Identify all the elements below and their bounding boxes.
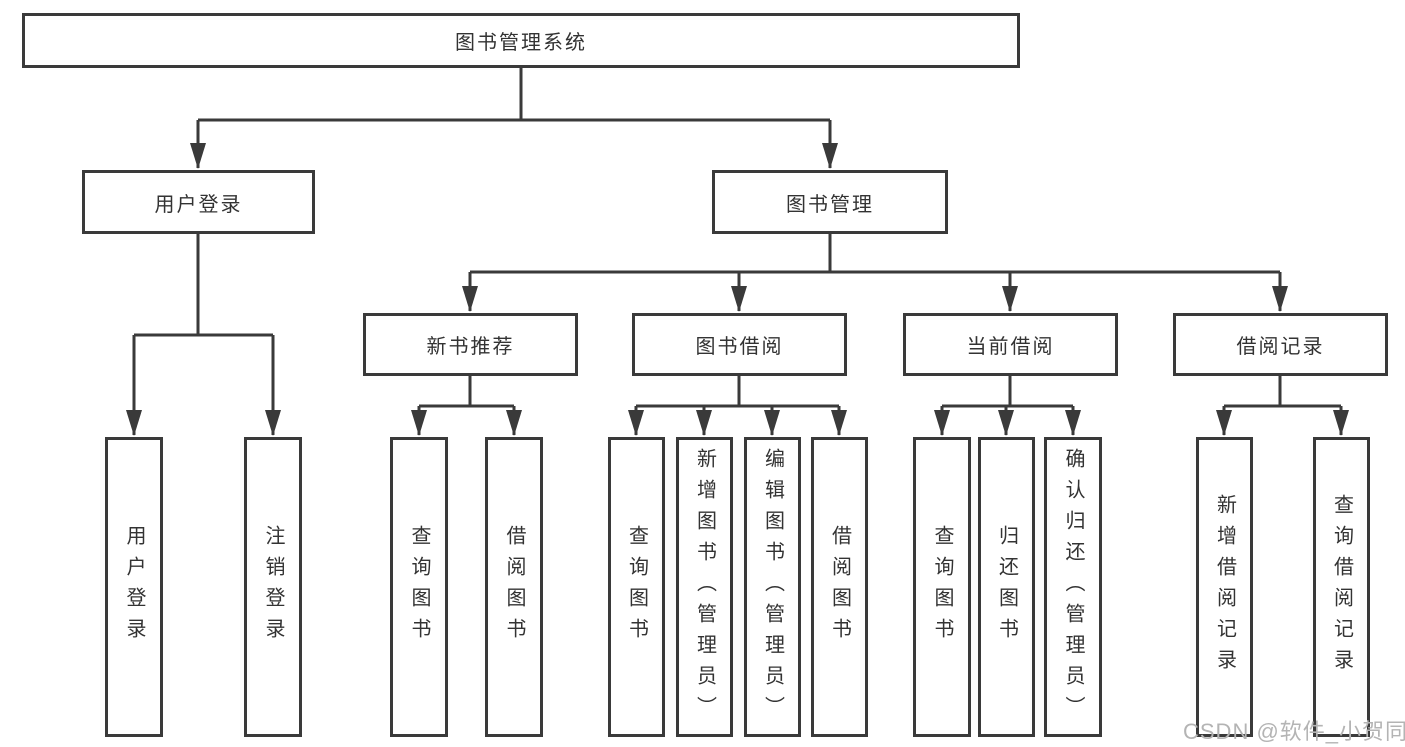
leaf-edit-book-admin: 编辑图书（管理员） — [744, 437, 801, 737]
leaf-add-book-admin-label: 新增图书（管理员） — [693, 447, 716, 727]
leaf-query-book-borrow-label: 查询图书 — [625, 525, 648, 649]
leaf-query-book-recommend-label: 查询图书 — [408, 525, 430, 649]
leaf-add-borrow-record-label: 新增借阅记录 — [1213, 494, 1236, 680]
csdn-watermark: CSDN @软件_小贺同学 — [1183, 719, 1405, 744]
node-borrow-record: 借阅记录 — [1173, 313, 1388, 376]
leaf-borrow-book-recommend: 借阅图书 — [485, 437, 543, 737]
leaf-query-book-recommend: 查询图书 — [390, 437, 448, 737]
leaf-user-login-label: 用户登录 — [123, 525, 145, 649]
leaf-borrow-book-label: 借阅图书 — [828, 525, 851, 649]
node-current-borrow-label: 当前借阅 — [966, 336, 1055, 358]
node-user-login: 用户登录 — [82, 170, 315, 234]
leaf-borrow-book-recommend-label: 借阅图书 — [503, 525, 525, 649]
leaf-logout-label: 注销登录 — [262, 525, 284, 649]
leaf-add-book-admin: 新增图书（管理员） — [676, 437, 733, 737]
node-new-book-recommend-label: 新书推荐 — [426, 336, 515, 358]
node-current-borrow: 当前借阅 — [903, 313, 1118, 376]
leaf-user-login: 用户登录 — [105, 437, 163, 737]
leaf-query-borrow-record-label: 查询借阅记录 — [1330, 494, 1353, 680]
leaf-confirm-return-admin-label: 确认归还（管理员） — [1062, 447, 1084, 727]
node-book-management-label: 图书管理 — [786, 193, 874, 216]
leaf-query-book-borrow: 查询图书 — [608, 437, 665, 737]
leaf-query-borrow-record: 查询借阅记录 — [1313, 437, 1370, 737]
node-new-book-recommend: 新书推荐 — [363, 313, 578, 376]
node-root-label: 图书管理系统 — [455, 32, 587, 54]
leaf-edit-book-admin-label: 编辑图书（管理员） — [761, 447, 784, 727]
leaf-borrow-book: 借阅图书 — [811, 437, 868, 737]
node-book-management: 图书管理 — [712, 170, 948, 234]
leaf-return-book: 归还图书 — [978, 437, 1035, 737]
node-book-borrow: 图书借阅 — [632, 313, 847, 376]
node-root: 图书管理系统 — [22, 13, 1020, 68]
leaf-logout: 注销登录 — [244, 437, 302, 737]
node-user-login-label: 用户登录 — [154, 193, 243, 216]
leaf-query-book-current: 查询图书 — [913, 437, 971, 737]
leaf-query-book-current-label: 查询图书 — [931, 525, 953, 649]
node-book-borrow-label: 图书借阅 — [695, 336, 784, 358]
leaf-return-book-label: 归还图书 — [995, 525, 1018, 649]
node-borrow-record-label: 借阅记录 — [1236, 336, 1325, 358]
leaf-add-borrow-record: 新增借阅记录 — [1196, 437, 1253, 737]
leaf-confirm-return-admin: 确认归还（管理员） — [1044, 437, 1102, 737]
